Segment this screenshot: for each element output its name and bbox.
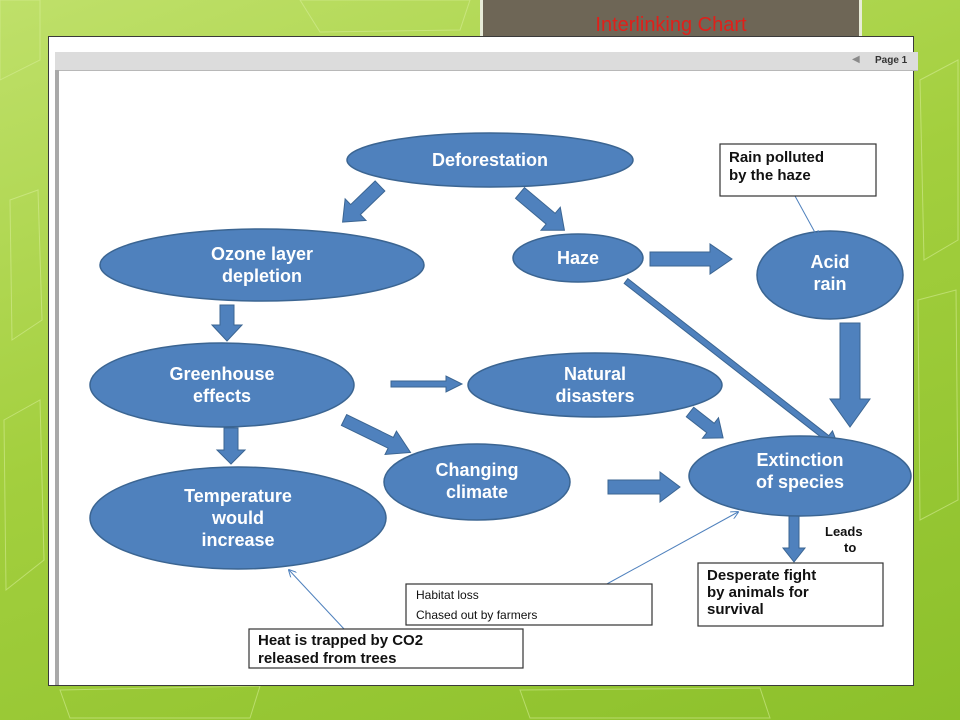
slide-title: Interlinking Chart bbox=[595, 14, 747, 36]
document-toolbar: ◀ Page 1 bbox=[55, 52, 918, 71]
document-page-edge bbox=[55, 70, 59, 685]
triangle-left-icon[interactable]: ◀ bbox=[852, 54, 860, 65]
document-frame bbox=[48, 36, 914, 686]
page-number-label: Page 1 bbox=[875, 55, 908, 66]
